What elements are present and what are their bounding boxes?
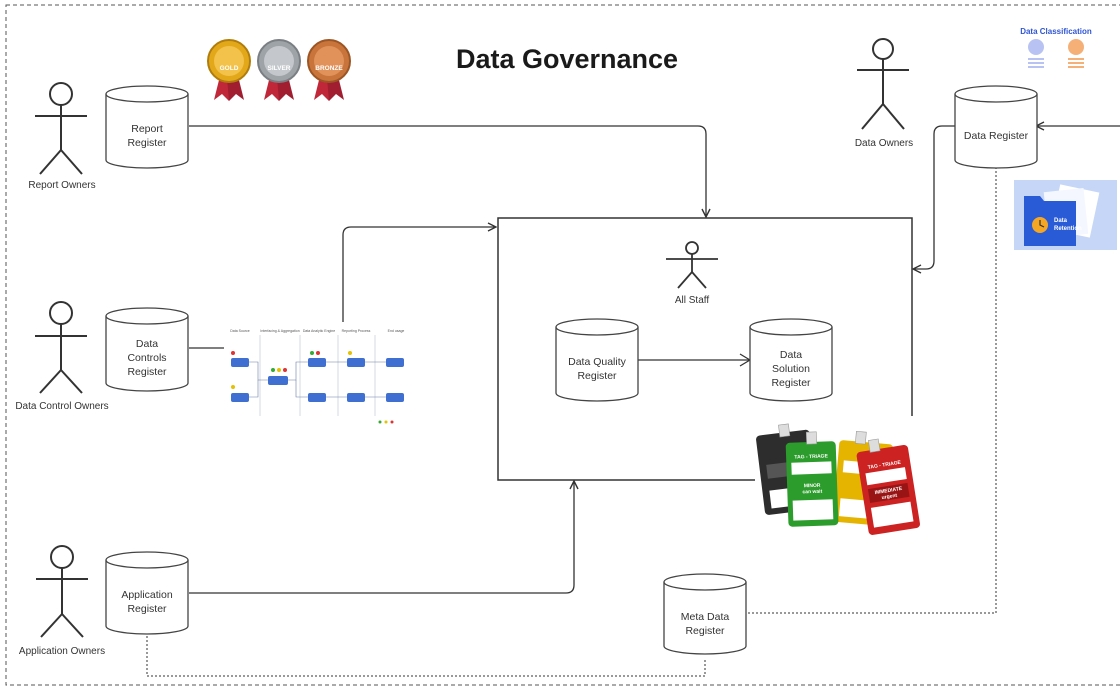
data-owners-actor: Data Owners: [855, 38, 913, 149]
data-controls-register-line-2: Controls: [127, 352, 166, 364]
green-tag-status-1: MINOR: [804, 483, 821, 490]
report-register-cylinder: Report Register: [105, 85, 189, 169]
triage-tags-group: TAG - TRIAGE MINOR can wait TAG - TRIAGE…: [756, 423, 920, 535]
red-tag-header: TAG - TRIAGE: [867, 460, 902, 471]
data-controls-register-cylinder: Data Controls Register: [105, 307, 189, 392]
data-solution-register-line-2: Solution: [772, 363, 810, 375]
gold-medal-icon: GOLD: [207, 39, 251, 101]
person-icon: [35, 301, 87, 394]
report-owners-actor: Report Owners: [28, 82, 96, 191]
thumbnail-col-1: Data Source: [230, 329, 250, 333]
data-controls-register-line-3: Register: [127, 366, 167, 378]
data-solution-register-line-1: Data: [780, 349, 802, 361]
data-classification-icon: Data Classification: [1020, 27, 1092, 68]
data-controls-register-line-1: Data: [136, 338, 158, 350]
meta-data-register-line-2: Register: [685, 625, 725, 637]
crow-foot: [739, 353, 751, 367]
page-title: Data Governance: [456, 44, 678, 74]
all-staff-actor: All Staff: [666, 241, 718, 306]
thumbnail-col-3: Data Analytic Engine: [303, 329, 335, 333]
data-solution-register-line-3: Register: [771, 377, 811, 389]
red-tag-status-2: urgent: [881, 493, 898, 501]
dataregister-to-hub-connector: [914, 125, 955, 269]
data-classification-title: Data Classification: [1020, 27, 1092, 36]
application-register-line-2: Register: [127, 603, 167, 615]
silver-medal-label: SILVER: [268, 65, 291, 72]
application-owners-label: Application Owners: [19, 646, 105, 657]
all-staff-label: All Staff: [675, 295, 709, 306]
red-tag-status-1: IMMEDIATE: [874, 486, 903, 496]
triage-tag-green: TAG - TRIAGE MINOR can wait: [785, 431, 839, 527]
bronze-medal-label: BRONZE: [315, 65, 343, 72]
green-tag-header: TAG - TRIAGE: [794, 453, 828, 460]
report-owners-label: Report Owners: [28, 180, 95, 191]
report-register-line-2: Register: [127, 137, 167, 149]
governance-hub-box: [497, 217, 913, 481]
data-solution-register-cylinder: Data Solution Register: [749, 318, 833, 402]
bronze-medal-icon: BRONZE: [307, 39, 351, 101]
data-register-line-1: Data Register: [964, 130, 1029, 142]
data-quality-register-line-1: Data Quality: [568, 356, 627, 368]
report-register-line-1: Report: [131, 123, 163, 135]
meta-data-register-cylinder: Meta Data Register: [663, 573, 747, 655]
data-quality-register-line-2: Register: [577, 370, 617, 382]
triage-tag-red: TAG - TRIAGE IMMEDIATE urgent: [856, 438, 920, 535]
medals-group: GOLD SILVER BRONZE: [207, 39, 351, 101]
silver-medal-icon: SILVER: [257, 39, 301, 101]
thumbnail-col-5: End usage: [388, 329, 405, 333]
metadata-dataregister-dotted: [748, 168, 997, 614]
person-icon: [36, 545, 88, 638]
controls-to-hub-connector: [189, 227, 495, 349]
clock-hands: [1039, 220, 1045, 228]
data-register-cylinder: Data Register: [954, 85, 1038, 169]
person-icon: [666, 241, 718, 289]
person-icon: [35, 82, 87, 175]
application-register-line-1: Application: [121, 589, 173, 601]
process-flow-thumbnail: Data Source Interfacing & Aggregation Da…: [224, 322, 414, 432]
application-owners-actor: Application Owners: [19, 545, 105, 657]
data-retention-line-1: Data: [1054, 218, 1068, 224]
meta-data-register-line-1: Meta Data: [681, 611, 730, 623]
data-quality-register-cylinder: Data Quality Register: [555, 318, 639, 402]
green-tag-status-2: can wait: [802, 489, 822, 496]
data-retention-line-2: Retention: [1054, 226, 1082, 232]
application-to-hub-connector: [189, 482, 574, 594]
thumbnail-col-2: Interfacing & Aggregation: [260, 329, 299, 333]
report-to-hub-connector: [189, 125, 706, 216]
connectors: [146, 125, 1120, 677]
gold-medal-label: GOLD: [220, 65, 239, 72]
data-control-owners-label: Data Control Owners: [15, 401, 108, 412]
data-retention-icon: Data Retention: [1014, 180, 1117, 250]
application-metadata-dotted: [146, 632, 706, 677]
data-control-owners-actor: Data Control Owners: [15, 301, 109, 412]
page-border: [5, 4, 1120, 686]
data-owners-label: Data Owners: [855, 138, 913, 149]
thumbnail-col-4: Reporting Process: [342, 329, 371, 333]
person-icon: [857, 38, 909, 130]
application-register-cylinder: Application Register: [105, 551, 189, 635]
